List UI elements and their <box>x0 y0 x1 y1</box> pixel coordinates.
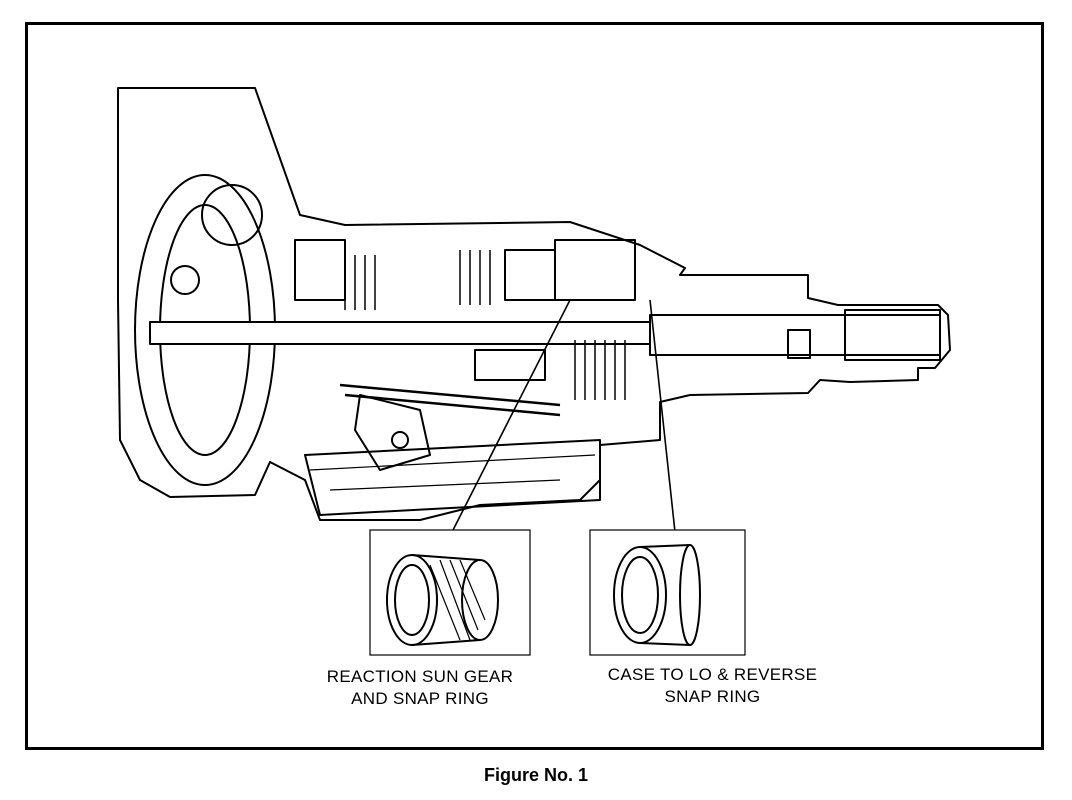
snap-ring-leader-line <box>649 299 676 533</box>
sun-gear-inset-box <box>369 529 531 656</box>
bell-housing <box>117 87 951 521</box>
snap-ring-illustration <box>613 544 701 646</box>
output-shaft <box>649 314 941 356</box>
clutch-packs <box>344 250 626 400</box>
sun-gear-callout-label: REACTION SUN GEAR AND SNAP RING <box>326 667 514 708</box>
sun-gear-illustration <box>386 554 499 646</box>
oil-pan <box>304 439 601 516</box>
snap-ring-callout-label: CASE TO LO & REVERSE SNAP RING <box>607 665 818 706</box>
sun-gear-leader-line <box>451 299 571 533</box>
converter-hub <box>201 184 263 246</box>
snap-ring-inset-box <box>589 529 746 656</box>
figure-frame <box>25 22 1044 750</box>
figure-caption: Figure No. 1 <box>483 765 588 785</box>
planetary-gearset <box>554 239 636 301</box>
valve-body <box>474 349 546 381</box>
